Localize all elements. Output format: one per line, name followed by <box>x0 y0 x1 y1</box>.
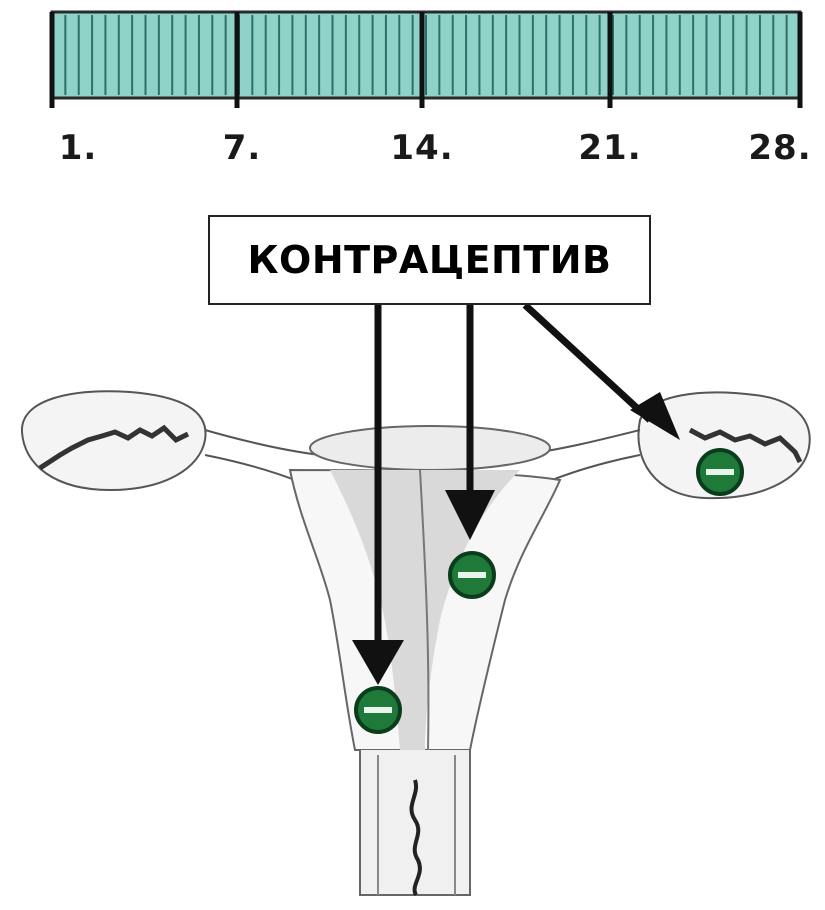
minus-sign-marker-icon-uterus <box>450 553 494 597</box>
contraceptive-label-box: КОНТРАЦЕПТИВ <box>208 215 651 305</box>
uterine-fundus <box>310 426 550 470</box>
day-label-1: 1. <box>59 128 98 168</box>
minus-sign-marker-icon-cervix <box>356 688 400 732</box>
left-fallopian-tube-lower <box>205 455 300 482</box>
day-label-7: 7. <box>223 128 262 168</box>
cycle-bar <box>52 12 800 108</box>
day-label-28: 28. <box>748 128 811 168</box>
day-label-14: 14. <box>390 128 453 168</box>
uterus-illustration <box>22 391 810 895</box>
minus-sign-marker-icon-ovary <box>698 450 742 494</box>
contraceptive-label: КОНТРАЦЕПТИВ <box>247 238 611 282</box>
arrow-to-ovary <box>525 305 650 420</box>
day-label-21: 21. <box>578 128 641 168</box>
